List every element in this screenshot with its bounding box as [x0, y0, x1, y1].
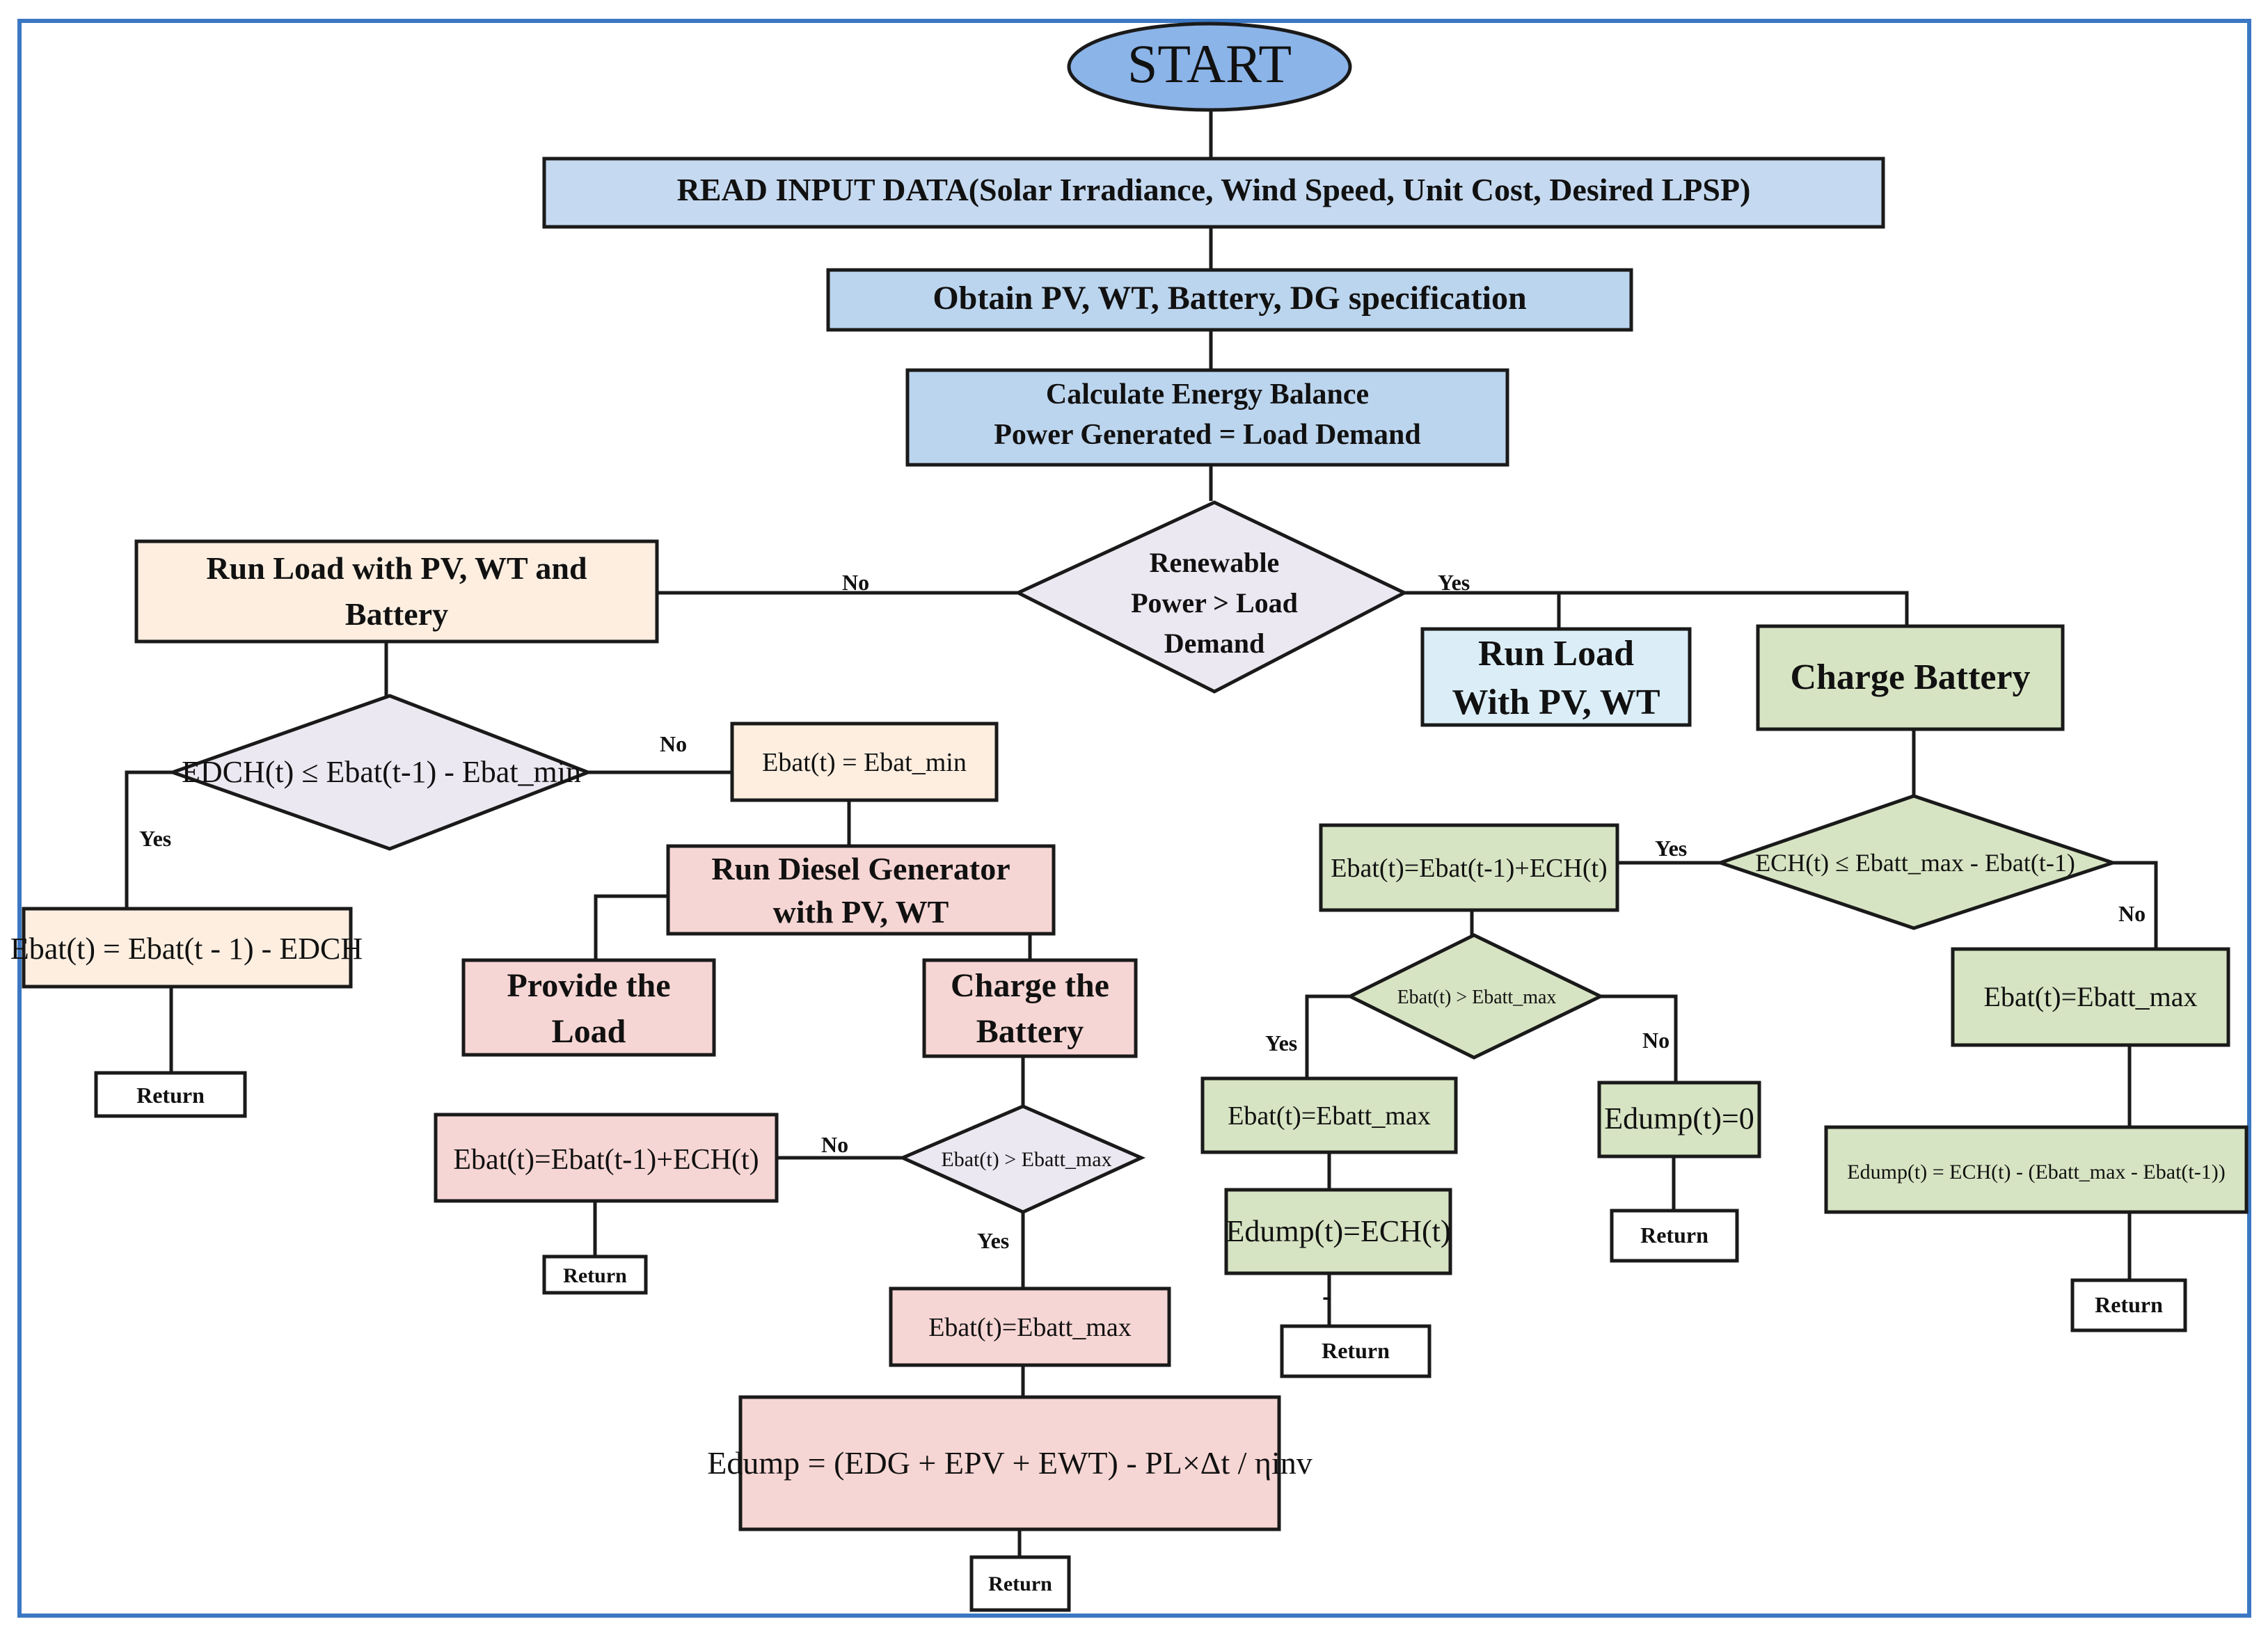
return-box-2: Return: [542, 1254, 648, 1295]
run-diesel-line1: Run Diesel Generator: [711, 851, 1010, 886]
ech-no-label: No: [2118, 901, 2146, 926]
ebat-max-left-label: Ebat(t)=Ebatt_max: [928, 1313, 1132, 1342]
return-box-3: Return: [969, 1555, 1071, 1612]
ebat-charge-right-box: Ebat(t)=Ebat(t-1)+ECH(t): [1319, 823, 1619, 912]
edump-ech-label: Edump(t)=ECH(t): [1226, 1214, 1451, 1248]
return-box-1: Return: [94, 1071, 247, 1118]
return-box-5: Return: [1610, 1209, 1739, 1263]
return-label-5: Return: [1640, 1222, 1708, 1248]
outer-frame: [17, 19, 2251, 1618]
return-box-6: Return: [2070, 1278, 2187, 1332]
charge-battery-box: Charge Battery: [1756, 624, 2065, 731]
edump-zero-label: Edump(t)=0: [1604, 1101, 1754, 1136]
obtain-spec-label: Obtain PV, WT, Battery, DG specification: [933, 280, 1526, 317]
edump-dg-box: Edump = (EDG + EPV + EWT) - PL×Δt / ηinv: [707, 1395, 1313, 1531]
start-label: START: [1127, 33, 1292, 94]
charge-the-battery-line1: Charge the: [951, 967, 1109, 1004]
ebat-max-right-label: Ebat(t)=Ebatt_max: [1984, 981, 2198, 1012]
connector: [2113, 861, 2158, 949]
renewable-yes-label: Yes: [1438, 570, 1470, 595]
ech-yes-label: Yes: [1655, 836, 1687, 861]
edump-ech-box: Edump(t)=ECH(t): [1224, 1188, 1452, 1275]
connector: [125, 770, 173, 909]
obtain-spec-box: Obtain PV, WT, Battery, DG specification: [826, 268, 1633, 332]
calc-balance-box: Calculate Energy Balance Power Generated…: [905, 368, 1509, 467]
provide-load-line1: Provide the: [507, 967, 670, 1004]
run-load-battery-line1: Run Load with PV, WT and: [206, 550, 587, 586]
connector: [1404, 591, 1909, 625]
ebat-charge-right-label: Ebat(t)=Ebat(t-1)+ECH(t): [1331, 854, 1607, 883]
ebat-gt-max-mid-decision: Ebat(t) > Ebatt_max: [1346, 933, 1605, 1060]
edch-no-label: No: [660, 731, 687, 756]
ebat-max-mid-box: Ebat(t)=Ebatt_max: [1200, 1076, 1458, 1154]
edch-condition-decision: EDCH(t) ≤ Ebat(t-1) - Ebat_min: [167, 694, 593, 851]
renewable-line1: Renewable: [1150, 547, 1280, 578]
ebat-charge-left-label: Ebat(t)=Ebat(t-1)+ECH(t): [453, 1144, 759, 1176]
connector: [1305, 994, 1350, 1078]
edump-right-label: Edump(t) = ECH(t) - (Ebatt_max - Ebat(t-…: [1847, 1161, 2225, 1184]
run-diesel-line2: with PV, WT: [773, 894, 949, 930]
connector: [1601, 994, 1678, 1083]
edump-zero-box: Edump(t)=0: [1597, 1081, 1761, 1158]
calc-balance-line1: Calculate Energy Balance: [1046, 379, 1369, 411]
renewable-line3: Demand: [1164, 628, 1264, 659]
return-label-2: Return: [563, 1264, 627, 1287]
edch-yes-label: Yes: [139, 826, 171, 851]
ebat-left-no-label: No: [821, 1132, 848, 1157]
ech-condition-label: ECH(t) ≤ Ebatt_max - Ebat(t-1): [1755, 849, 2075, 877]
renewable-line2: Power > Load: [1131, 587, 1298, 619]
edump-dg-label: Edump = (EDG + EPV + EWT) - PL×Δt / ηinv: [707, 1445, 1313, 1481]
ech-condition-decision: ECH(t) ≤ Ebatt_max - Ebat(t-1): [1715, 794, 2118, 930]
provide-load-line2: Load: [552, 1013, 626, 1050]
ebat-max-left-box: Ebat(t)=Ebatt_max: [889, 1287, 1171, 1367]
ebat-left-yes-label: Yes: [977, 1228, 1009, 1253]
charge-the-battery-line2: Battery: [976, 1013, 1084, 1050]
edump-right-box: Edump(t) = ECH(t) - (Ebatt_max - Ebat(t-…: [1824, 1125, 2249, 1214]
connectors: [125, 111, 2158, 1557]
return-label-6: Return: [2095, 1292, 2163, 1317]
ebat-min-label: Ebat(t) = Ebat_min: [762, 748, 967, 777]
mid-no-label: No: [1642, 1028, 1670, 1053]
ebat-charge-left-box: Ebat(t)=Ebat(t-1)+ECH(t): [434, 1113, 779, 1203]
renewable-no-label: No: [842, 570, 869, 595]
run-load-pv-wt-box: Run Load With PV, WT: [1420, 627, 1692, 727]
provide-load-box: Provide the Load: [461, 958, 716, 1057]
ebat-max-right-box: Ebat(t)=Ebatt_max: [1951, 947, 2230, 1047]
ebat-min-box: Ebat(t) = Ebat_min: [730, 722, 999, 802]
charge-the-battery-box: Charge the Battery: [922, 958, 1138, 1058]
ebat-gt-max-mid-label: Ebat(t) > Ebatt_max: [1397, 987, 1557, 1008]
ebat-discharge-box: Ebat(t) = Ebat(t - 1) - EDCH: [10, 907, 363, 989]
run-load-pv-wt-battery-box: Run Load with PV, WT and Battery: [134, 539, 659, 644]
calc-balance-line2: Power Generated = Load Demand: [994, 419, 1420, 451]
return-box-4: Return: [1280, 1324, 1432, 1378]
ebat-gt-max-left-label: Ebat(t) > Ebatt_max: [941, 1148, 1111, 1171]
connector: [594, 894, 668, 960]
dash-mark: -: [1322, 1280, 1331, 1312]
charge-battery-label: Charge Battery: [1790, 658, 2030, 697]
mid-yes-label: Yes: [1265, 1030, 1297, 1056]
renewable-decision: Renewable Power > Load Demand: [1014, 500, 1409, 694]
start-terminal: START: [1067, 22, 1352, 112]
run-diesel-box: Run Diesel Generator with PV, WT: [666, 844, 1056, 936]
ebat-max-mid-label: Ebat(t)=Ebatt_max: [1228, 1101, 1431, 1131]
edch-condition-label: EDCH(t) ≤ Ebat(t-1) - Ebat_min: [182, 755, 581, 789]
ebat-discharge-label: Ebat(t) = Ebat(t - 1) - EDCH: [10, 932, 363, 966]
run-load-pv-wt-line2: With PV, WT: [1452, 683, 1660, 722]
run-load-battery-line2: Battery: [345, 596, 448, 632]
ebat-gt-max-left-decision: Ebat(t) > Ebatt_max: [898, 1104, 1146, 1214]
read-input-box: READ INPUT DATA(Solar Irradiance, Wind S…: [542, 157, 1885, 229]
return-label-3: Return: [988, 1572, 1052, 1595]
return-label-1: Return: [136, 1083, 205, 1108]
read-input-label: READ INPUT DATA(Solar Irradiance, Wind S…: [677, 172, 1751, 207]
run-load-pv-wt-line1: Run Load: [1478, 634, 1634, 674]
return-label-4: Return: [1322, 1338, 1390, 1363]
